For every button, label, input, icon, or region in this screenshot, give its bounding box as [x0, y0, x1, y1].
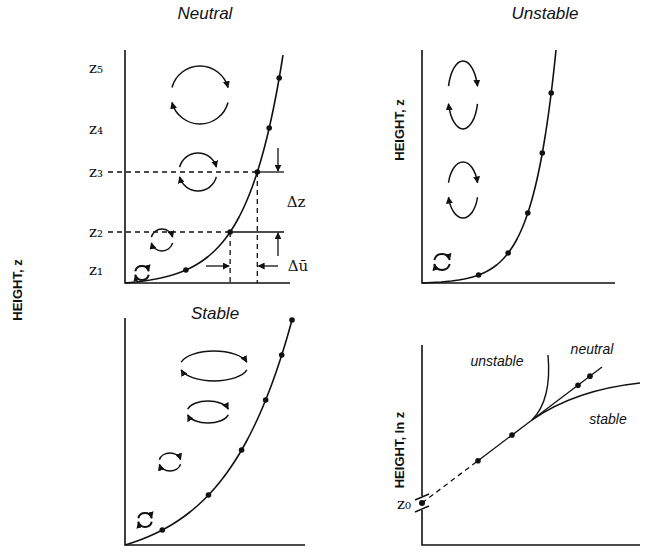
profile-dot [183, 267, 189, 273]
eddy-arc [172, 66, 228, 87]
eddy-arc [180, 153, 217, 167]
dimension-label: Δz [287, 194, 306, 211]
eddy-arc [449, 61, 478, 86]
dimension-arrow [206, 265, 229, 266]
profile-dot [279, 352, 285, 358]
unstable-log-profile [532, 355, 549, 420]
panel-title: Stable [191, 305, 239, 324]
eddy-symbol [159, 453, 180, 471]
axes [422, 510, 640, 545]
profile-dot [206, 492, 212, 498]
eddy-symbol [181, 351, 247, 381]
eddy-arc [135, 266, 149, 271]
dimension-label: Δū [288, 258, 309, 275]
axes [125, 318, 305, 545]
stable-profile [125, 320, 292, 545]
eddy-symbol [151, 229, 172, 251]
dimension-arrow [277, 148, 278, 171]
profile-dot [419, 500, 425, 506]
axis-label: HEIGHT, z [11, 259, 25, 320]
eddy-arc [449, 197, 478, 218]
eddy-arc [434, 254, 449, 260]
eddy-symbol [180, 153, 217, 191]
eddy-arc [181, 370, 247, 381]
profile-dot [239, 447, 245, 453]
profile-dot [475, 458, 481, 464]
dimension-tick [232, 231, 284, 232]
dimension-tick [259, 171, 284, 172]
height-level: z₁ [89, 262, 103, 279]
panel-title: Neutral [178, 5, 233, 24]
axis-label: HEIGHT, ln z [393, 412, 407, 489]
eddy-arc [180, 177, 217, 191]
eddy-arc [449, 104, 478, 129]
dimension-arrow [258, 265, 278, 266]
panel-title: Unstable [511, 5, 578, 24]
axes [421, 345, 423, 496]
eddy-symbol [172, 66, 228, 124]
profile-dot [159, 527, 165, 533]
eddy-symbol [434, 254, 449, 270]
curve-label: stable [589, 412, 626, 427]
profile-dot [509, 432, 515, 438]
eddy-symbol [135, 266, 149, 280]
profile-dot [276, 75, 282, 81]
height-level: z₄ [89, 121, 103, 138]
eddy-symbol [449, 61, 478, 129]
dashed-guide [108, 171, 257, 172]
axes [422, 50, 615, 283]
eddy-arc [172, 103, 228, 124]
extrapolated-profile [422, 461, 478, 503]
height-level: z₃ [89, 164, 103, 181]
eddy-arc [449, 162, 478, 183]
axes [125, 50, 290, 283]
eddy-arc [188, 401, 229, 409]
profile-dot [289, 317, 295, 323]
curve-label: neutral [571, 342, 614, 357]
curve-label: unstable [471, 354, 524, 369]
profile-dot [525, 210, 531, 216]
axis-break [415, 506, 429, 512]
profile-dot [539, 150, 545, 156]
profile-dot [548, 90, 554, 96]
eddy-arc [151, 229, 172, 237]
profile-dot [263, 397, 269, 403]
axis-break [415, 494, 429, 500]
dashed-guide [229, 232, 230, 283]
eddy-arc [138, 522, 152, 527]
eddy-arc [151, 243, 172, 251]
eddy-arc [434, 264, 449, 270]
eddy-symbol [188, 401, 229, 423]
neutral-profile [125, 55, 283, 283]
eddy-arc [181, 351, 247, 362]
axis-label: HEIGHT, z [393, 99, 407, 160]
eddy-symbol [138, 513, 152, 527]
profile-dot [266, 125, 272, 131]
log-profile [478, 420, 532, 461]
eddy-arc [159, 464, 180, 471]
unstable-profile [422, 50, 556, 283]
height-level: z₂ [89, 224, 103, 241]
eddy-arc [135, 275, 149, 280]
dimension-arrow [277, 233, 278, 256]
dashed-guide [257, 172, 258, 283]
profile-dot [505, 250, 511, 256]
eddy-symbol [449, 162, 478, 218]
profile-dot [476, 272, 482, 278]
eddy-arc [138, 513, 152, 518]
eddy-arc [159, 453, 180, 460]
eddy-arc [188, 415, 229, 423]
height-level: z₀ [397, 496, 411, 513]
height-level: z₅ [89, 60, 103, 77]
